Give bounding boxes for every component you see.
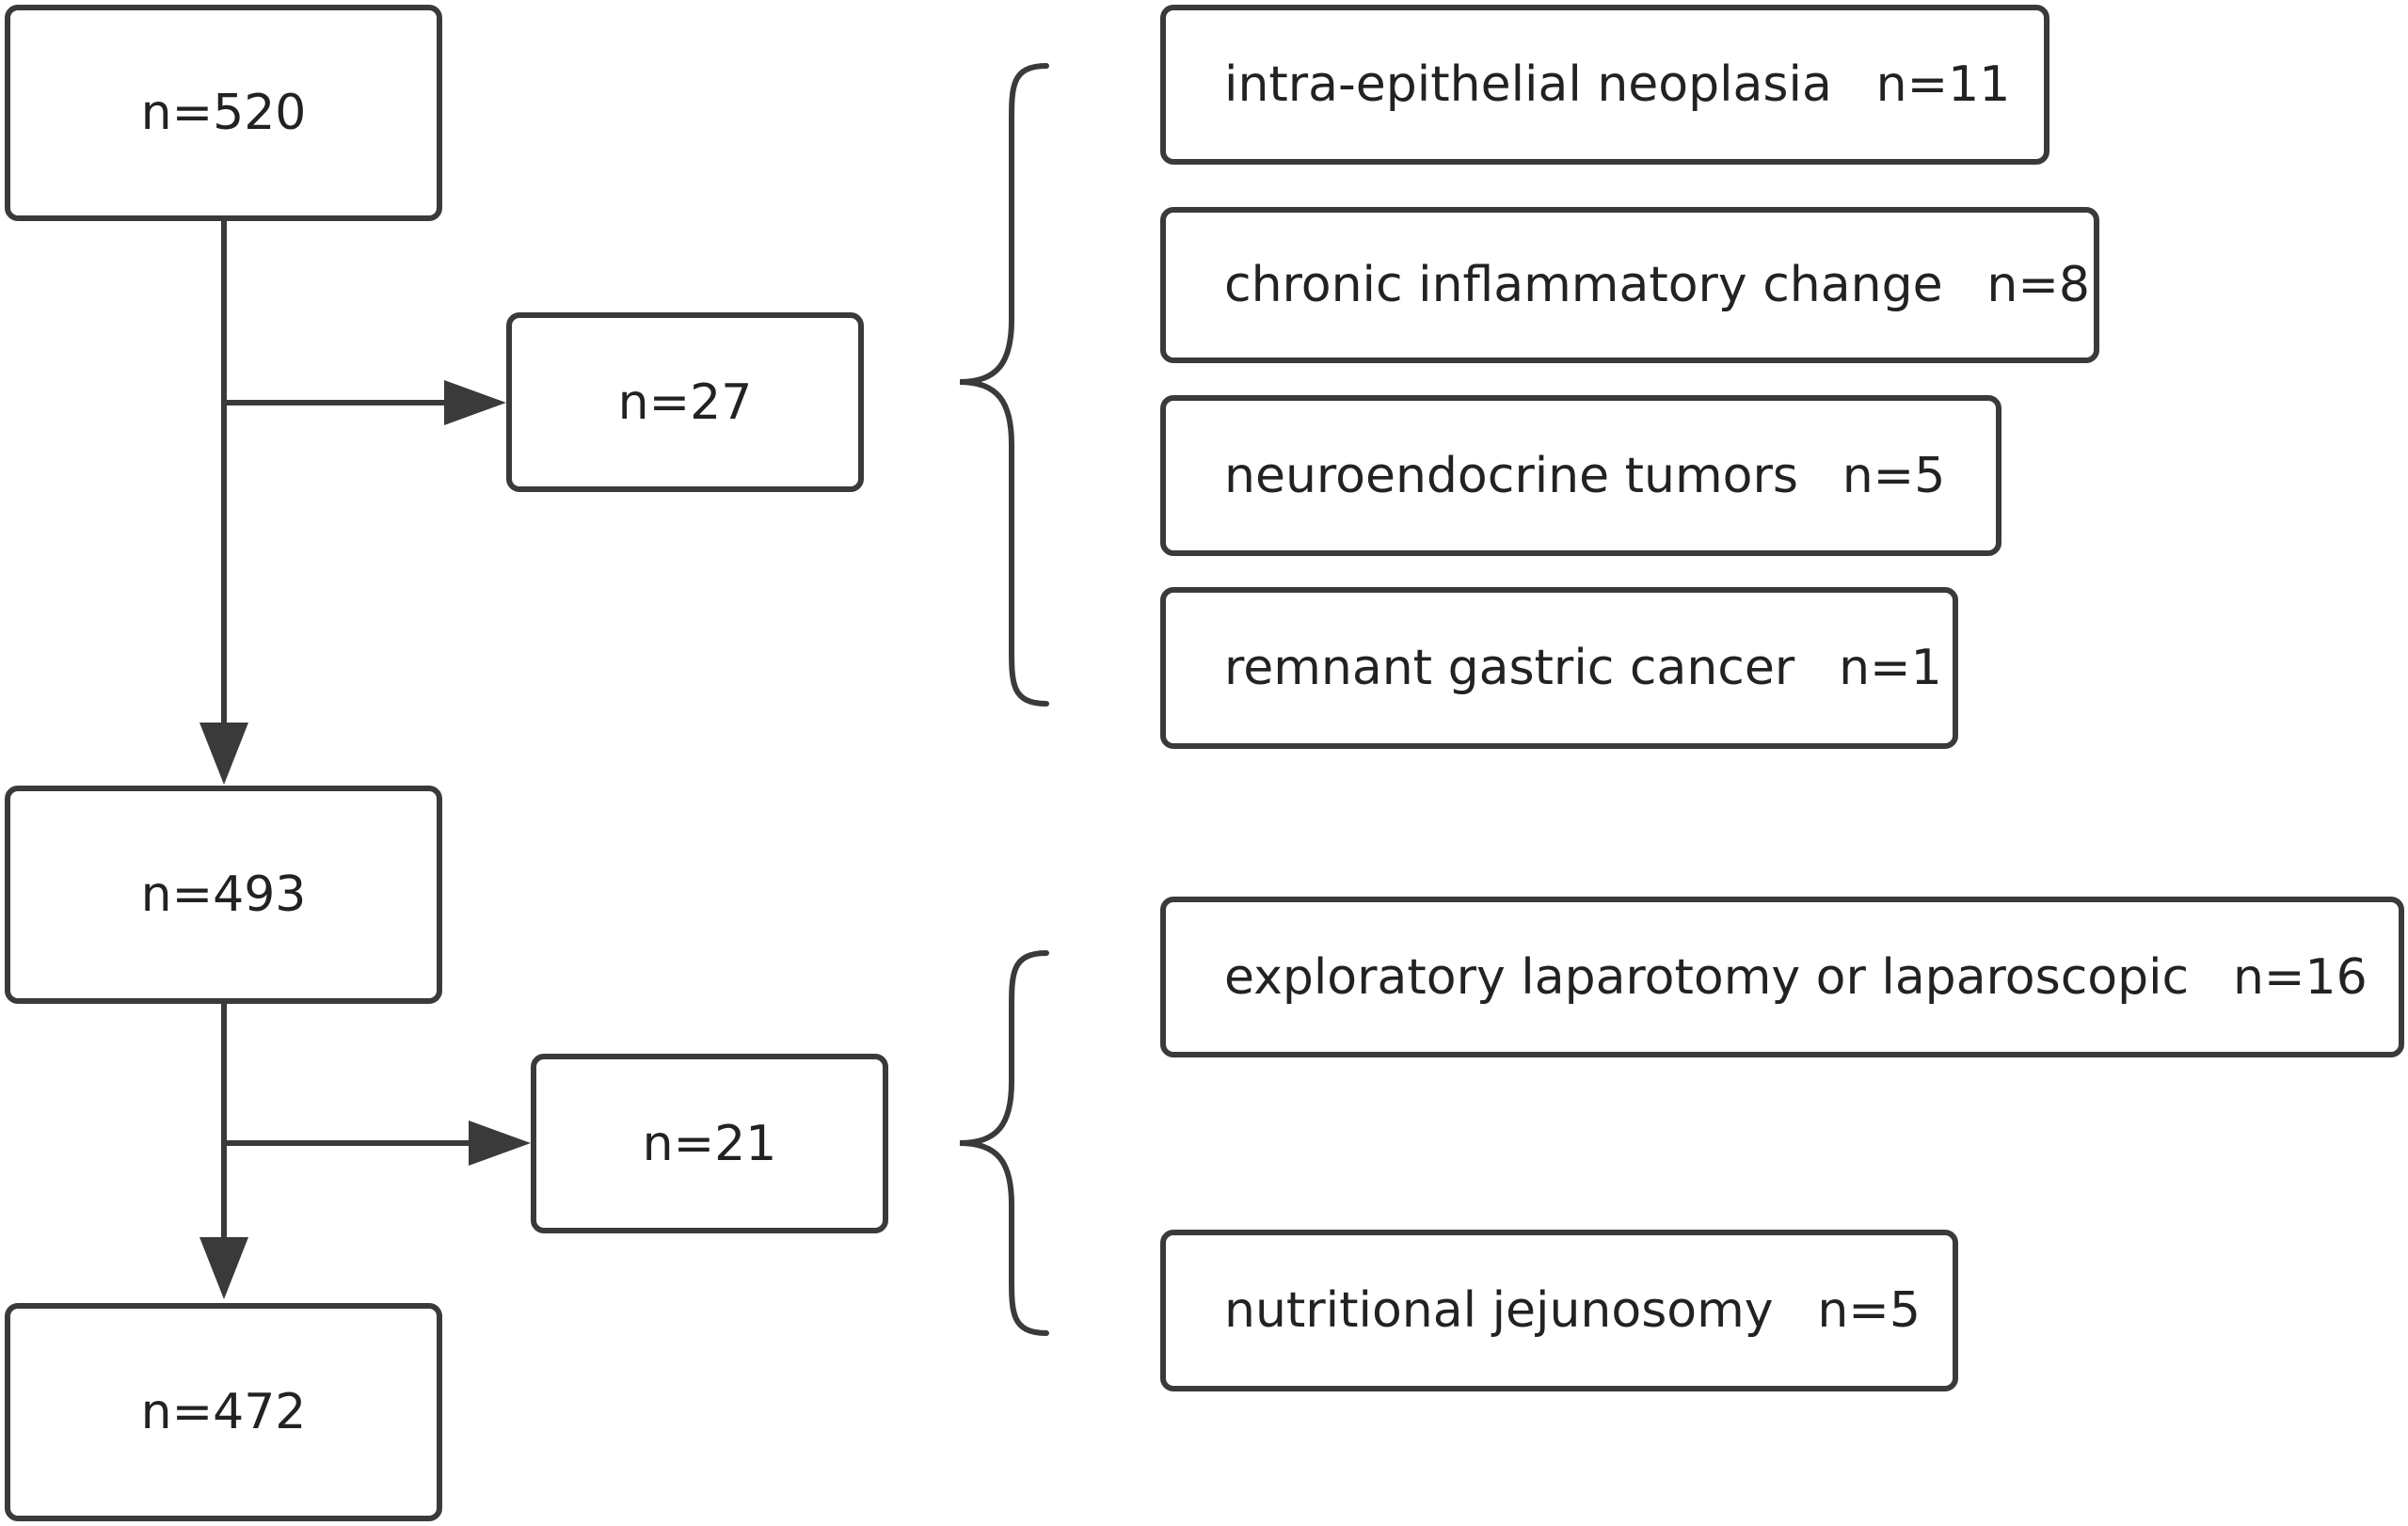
step-box-2: n=493	[5, 786, 442, 1004]
grouping-braces	[959, 63, 1049, 1336]
reason-count: n=16	[2232, 948, 2368, 1006]
main-trunk	[199, 221, 248, 1299]
reason-box: neuroendocrine tumors n=5	[1160, 395, 2001, 556]
exclusion-1-label: n=27	[617, 374, 753, 431]
reason-box: chronic inflammatory change n=8	[1160, 207, 2099, 363]
reason-label: remnant gastric cancer	[1224, 640, 1795, 696]
reason-label: intra-epithelial neoplasia	[1224, 56, 1832, 113]
reason-count: n=8	[1986, 257, 2090, 313]
exclusion-box-2: n=21	[531, 1054, 888, 1233]
reason-count: n=5	[1842, 447, 1946, 504]
reason-box: nutritional jejunosomy n=5	[1160, 1230, 1958, 1391]
exclusion-2-label: n=21	[642, 1115, 777, 1172]
arrowhead-down-2	[199, 1237, 248, 1299]
reason-count: n=1	[1839, 640, 1942, 696]
step-box-1: n=520	[5, 5, 442, 221]
reason-count: n=5	[1817, 1282, 1921, 1339]
branch-connectors	[224, 380, 531, 1166]
arrowhead-right-1	[444, 380, 506, 425]
step-2-label: n=493	[140, 866, 307, 923]
reason-label: nutritional jejunosomy	[1224, 1282, 1774, 1339]
brace-1	[959, 63, 1049, 707]
brace-2	[959, 950, 1049, 1336]
exclusion-box-1: n=27	[506, 312, 864, 492]
arrowhead-right-2	[469, 1121, 531, 1166]
reason-count: n=11	[1875, 56, 2011, 113]
arrowhead-down-1	[199, 723, 248, 785]
reason-box: remnant gastric cancer n=1	[1160, 587, 1958, 749]
reason-label: chronic inflammatory change	[1224, 257, 1943, 313]
step-1-label: n=520	[140, 85, 307, 141]
reason-label: neuroendocrine tumors	[1224, 447, 1798, 504]
reason-box: exploratory laparotomy or laparoscopic n…	[1160, 897, 2404, 1057]
reason-label: exploratory laparotomy or laparoscopic	[1224, 948, 2190, 1006]
reason-box: intra-epithelial neoplasia n=11	[1160, 5, 2049, 165]
step-3-label: n=472	[140, 1384, 307, 1440]
step-box-3: n=472	[5, 1303, 442, 1521]
